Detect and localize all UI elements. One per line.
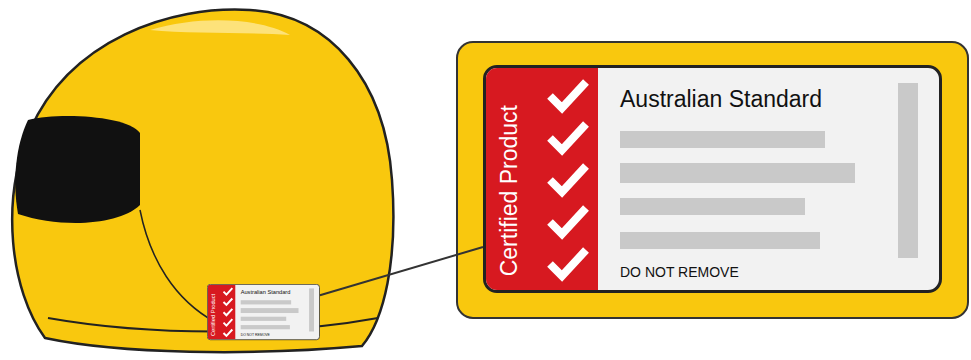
label-sticker: Certified Product Australian Standard DO N…	[483, 65, 942, 293]
helmet-visor	[15, 116, 140, 223]
check-mark	[223, 330, 232, 336]
text-placeholder-bar	[620, 198, 805, 215]
check-mark	[550, 124, 586, 150]
check-mark	[550, 208, 586, 234]
check-mark	[550, 250, 586, 276]
standard-title: Australian Standard	[620, 86, 822, 113]
text-placeholder-bar	[241, 300, 291, 304]
text-placeholder-bar	[241, 317, 287, 321]
check-mark	[223, 299, 232, 305]
text-placeholder-bar	[241, 308, 299, 313]
text-placeholder-bar	[620, 232, 820, 249]
check-mark	[550, 82, 586, 108]
callout-frame	[457, 42, 968, 318]
text-placeholder-bar	[309, 288, 314, 331]
leader-line	[320, 247, 483, 295]
check-mark	[223, 319, 232, 325]
helmet-highlight	[150, 20, 290, 35]
check-marks	[544, 68, 594, 293]
warning-text: DO NOT REMOVE	[620, 264, 739, 280]
standard-title: Australian Standard	[241, 289, 291, 296]
helmet-shell	[12, 10, 393, 353]
check-mark	[223, 309, 232, 315]
check-marks	[222, 285, 234, 340]
helmet-contour	[140, 210, 215, 322]
label-sticker: Certified Product Australian Standard DO N…	[207, 284, 320, 340]
text-placeholder-bar	[241, 325, 290, 329]
band-text: Certified Product	[210, 294, 217, 336]
text-placeholder-bar	[620, 131, 825, 148]
text-placeholder-bar	[620, 163, 855, 183]
text-placeholder-bar	[898, 83, 918, 258]
band-text: Certified Product	[496, 105, 523, 276]
check-mark	[550, 166, 586, 192]
check-mark	[223, 288, 232, 294]
warning-text: DO NOT REMOVE	[241, 333, 270, 337]
